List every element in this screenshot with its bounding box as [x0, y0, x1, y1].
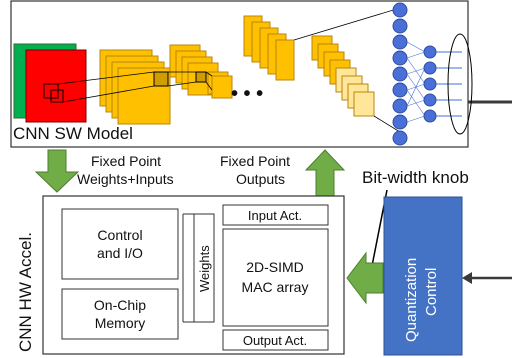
onchip-memory-line1: On-Chip [94, 297, 146, 313]
quantization-line1: Quantization [403, 258, 420, 342]
fixed-weights-line1: Fixed Point [91, 153, 161, 169]
onchip-memory-line2: Memory [95, 315, 146, 331]
feature-map-group-5 [311, 35, 375, 117]
receptive-field-lines [57, 71, 213, 103]
quantization-control-block [383, 196, 463, 356]
hw-accel-label: CNN HW Accel. [16, 232, 35, 352]
quantization-input-arrowhead [462, 272, 472, 284]
fc-connection-lines [293, 7, 401, 133]
sw-model-label: CNN SW Model [13, 124, 133, 143]
weights-block [193, 213, 215, 323]
output-act-label: Output Act. [243, 333, 307, 348]
fixed-outputs-line2: Outputs [236, 171, 285, 187]
down-arrow-weights-inputs [34, 149, 80, 193]
quantization-arrow [346, 251, 384, 305]
output-ellipse [447, 33, 473, 135]
input-act-block [222, 204, 329, 226]
fixed-weights-line2: Weights+Inputs [77, 171, 174, 187]
control-io-line2: and I/O [97, 245, 143, 261]
cnn-sw-model-box [10, 0, 512, 148]
ellipsis-dots: • • • [231, 83, 263, 105]
feature-map-group-4 [243, 15, 295, 81]
mac-array-line2: MAC array [242, 279, 309, 295]
bitwidth-knob-label: Bit-width knob [362, 168, 469, 187]
control-io-block [61, 208, 179, 280]
quantization-line2: Control [423, 268, 440, 316]
dense-connections [406, 41, 426, 123]
onchip-memory-block [61, 288, 179, 340]
feature-map-group-3 [207, 71, 233, 99]
output-act-block [222, 329, 329, 351]
mac-array-line1: 2D-SIMD [246, 259, 304, 275]
neuron-column-2 [423, 45, 437, 123]
input-image-stack [13, 43, 87, 123]
up-arrow-outputs [304, 149, 346, 197]
control-io-line1: Control [97, 227, 142, 243]
input-act-label: Input Act. [248, 208, 302, 223]
fixed-outputs-line1: Fixed Point [220, 153, 290, 169]
mac-array-block [222, 228, 329, 327]
weights-label: Weights [197, 245, 212, 292]
neuron-column-1 [392, 2, 408, 146]
